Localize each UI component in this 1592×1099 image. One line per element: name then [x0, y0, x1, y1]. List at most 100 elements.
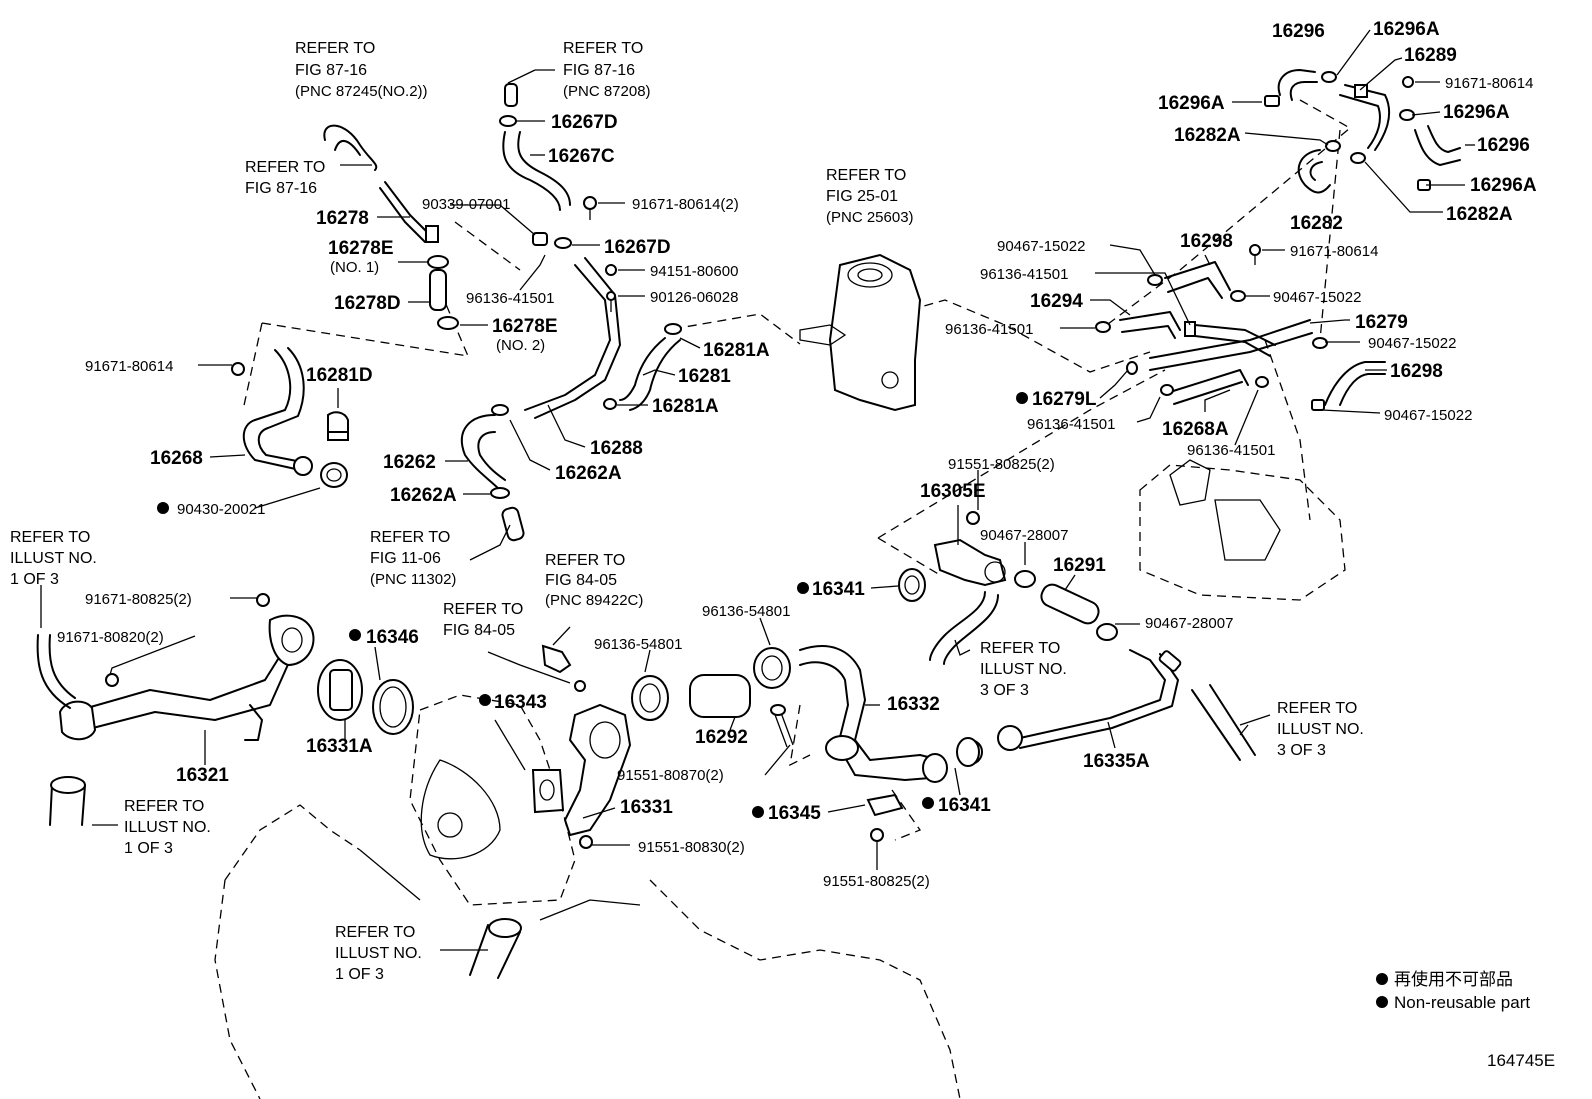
legend-line-en: Non-reusable part	[1394, 993, 1530, 1012]
part-label-16278E-no1: 16278E	[328, 238, 394, 259]
part-label-16267C: 16267C	[548, 146, 615, 167]
refer-label-87-16-c-line1: REFER TO	[245, 159, 325, 176]
part-label-16294: 16294	[1030, 291, 1083, 312]
refer-label-84-05-b-line1: REFER TO	[443, 601, 523, 618]
part-label-16298-a: 16298	[1180, 231, 1233, 252]
part-label-16346: 16346	[366, 627, 419, 648]
legend-dot-1	[1376, 973, 1388, 985]
part-label-16332: 16332	[887, 694, 940, 715]
part-label-16296A-d: 16296A	[1470, 175, 1537, 196]
upper-right-hoses	[1095, 69, 1461, 411]
non-reusable-dot	[1016, 392, 1028, 404]
part-label-90430: 90430-20021	[177, 501, 265, 518]
part-label-16282A-a: 16282A	[1174, 125, 1241, 146]
part-label-16267D-b: 16267D	[604, 237, 671, 258]
part-label-91551-80830: 91551-80830(2)	[638, 839, 745, 856]
upper-left-hoses	[231, 83, 682, 542]
part-label-16279L: 16279L	[1032, 389, 1097, 410]
part-label-90126: 90126-06028	[650, 289, 738, 306]
part-label-16296-a: 16296	[1272, 21, 1325, 42]
part-label-90467-28007-a: 90467-28007	[980, 527, 1068, 544]
lower-parts	[36, 511, 1256, 979]
non-reusable-dot	[752, 806, 764, 818]
refer-label-illust-lower-left-line2: ILLUST NO.	[124, 819, 211, 836]
refer-label-illust-lower-left-line3: 1 OF 3	[124, 840, 173, 857]
part-label-91671-80614-2: 91671-80614(2)	[632, 196, 739, 213]
part-label-90467-28007-b: 90467-28007	[1145, 615, 1233, 632]
part-label-16281D: 16281D	[306, 365, 373, 386]
refer-label-25-01-line1: REFER TO	[826, 167, 906, 184]
refer-label-illust-left-line2: ILLUST NO.	[10, 550, 97, 567]
part-label-16278E-no2: 16278E	[492, 316, 558, 337]
non-reusable-dot	[157, 502, 169, 514]
part-label-90467-15022-d: 90467-15022	[1384, 407, 1472, 424]
refer-label-25-01-line2: FIG 25-01	[826, 188, 898, 205]
part-label-91671-80820: 91671-80820(2)	[57, 629, 164, 646]
refer-label-illust-bottom-line3: 1 OF 3	[335, 966, 384, 983]
refer-label-87-16-a-line1: REFER TO	[295, 40, 375, 57]
part-label-no1: (NO. 1)	[330, 259, 379, 276]
part-label-91551-80825-a: 91551-80825(2)	[948, 456, 1055, 473]
part-label-96136-41501-e: 96136-41501	[1187, 442, 1275, 459]
refer-label-87-16-b-line2: FIG 87-16	[563, 62, 635, 79]
part-label-16267D-a: 16267D	[551, 112, 618, 133]
part-label-16321: 16321	[176, 765, 229, 786]
part-label-91551-80825-b: 91551-80825(2)	[823, 873, 930, 890]
part-label-16296A-c: 16296A	[1443, 102, 1510, 123]
part-label-16278D: 16278D	[334, 293, 401, 314]
part-label-16341-a: 16341	[812, 579, 865, 600]
legend-dot-2	[1376, 996, 1388, 1008]
refer-label-11-06-line1: REFER TO	[370, 529, 450, 546]
part-label-16262A-a: 16262A	[555, 463, 622, 484]
part-label-16296A-a: 16296A	[1373, 19, 1440, 40]
part-label-91671-80614-c: 91671-80614	[1290, 243, 1378, 260]
part-label-16282: 16282	[1290, 213, 1343, 234]
part-label-96136-54801-a: 96136-54801	[702, 603, 790, 620]
non-reusable-dot	[479, 694, 491, 706]
refer-label-25-01-line3: (PNC 25603)	[826, 209, 914, 226]
part-label-16331: 16331	[620, 797, 673, 818]
part-label-16289: 16289	[1404, 45, 1457, 66]
refer-label-87-16-b-line3: (PNC 87208)	[563, 83, 651, 100]
refer-label-illust-mid-line1: REFER TO	[980, 640, 1060, 657]
non-reusable-dot	[349, 629, 361, 641]
refer-label-illust-right-line3: 3 OF 3	[1277, 742, 1326, 759]
engine-block-outline	[214, 459, 1346, 1099]
part-label-16262A-b: 16262A	[390, 485, 457, 506]
part-label-94151: 94151-80600	[650, 263, 738, 280]
part-label-91671-80825: 91671-80825(2)	[85, 591, 192, 608]
part-label-16335A: 16335A	[1083, 751, 1150, 772]
refer-label-11-06-line2: FIG 11-06	[370, 550, 441, 567]
part-label-16292: 16292	[695, 727, 748, 748]
part-label-16279: 16279	[1355, 312, 1408, 333]
refer-label-84-05-a-line2: FIG 84-05	[545, 572, 617, 589]
refer-label-illust-left-line1: REFER TO	[10, 529, 90, 546]
refer-label-illust-right-line2: ILLUST NO.	[1277, 721, 1364, 738]
refer-label-87-16-c-line2: FIG 87-16	[245, 180, 317, 197]
refer-label-illust-mid-line3: 3 OF 3	[980, 682, 1029, 699]
refer-label-illust-lower-left-line1: REFER TO	[124, 798, 204, 815]
part-label-16305E: 16305E	[920, 481, 986, 502]
part-label-90467-15022-c: 90467-15022	[1368, 335, 1456, 352]
refer-label-84-05-a-line1: REFER TO	[545, 552, 625, 569]
part-label-16291: 16291	[1053, 555, 1106, 576]
figure-code: 164745E	[1487, 1051, 1555, 1070]
part-label-16278: 16278	[316, 208, 369, 229]
part-label-96136-41501-b: 96136-41501	[980, 266, 1068, 283]
part-label-91551-80870: 91551-80870(2)	[617, 767, 724, 784]
part-label-96136-41501-c: 96136-41501	[945, 321, 1033, 338]
part-label-16281: 16281	[678, 366, 731, 387]
refer-label-11-06-line3: (PNC 11302)	[370, 571, 456, 588]
part-label-90339: 90339-07001	[422, 196, 510, 213]
refer-label-87-16-b-line1: REFER TO	[563, 40, 643, 57]
part-label-16262: 16262	[383, 452, 436, 473]
refer-label-84-05-a-line3: (PNC 89422C)	[545, 592, 643, 609]
part-label-16282A-b: 16282A	[1446, 204, 1513, 225]
refer-label-illust-right-line1: REFER TO	[1277, 700, 1357, 717]
labels: REFER TO FIG 87-16 (PNC 87245(NO.2)) REF…	[10, 19, 1537, 983]
non-reusable-dot	[922, 797, 934, 809]
part-label-16288: 16288	[590, 438, 643, 459]
part-label-16343: 16343	[494, 692, 547, 713]
part-label-91671-80614-b: 91671-80614	[1445, 75, 1533, 92]
